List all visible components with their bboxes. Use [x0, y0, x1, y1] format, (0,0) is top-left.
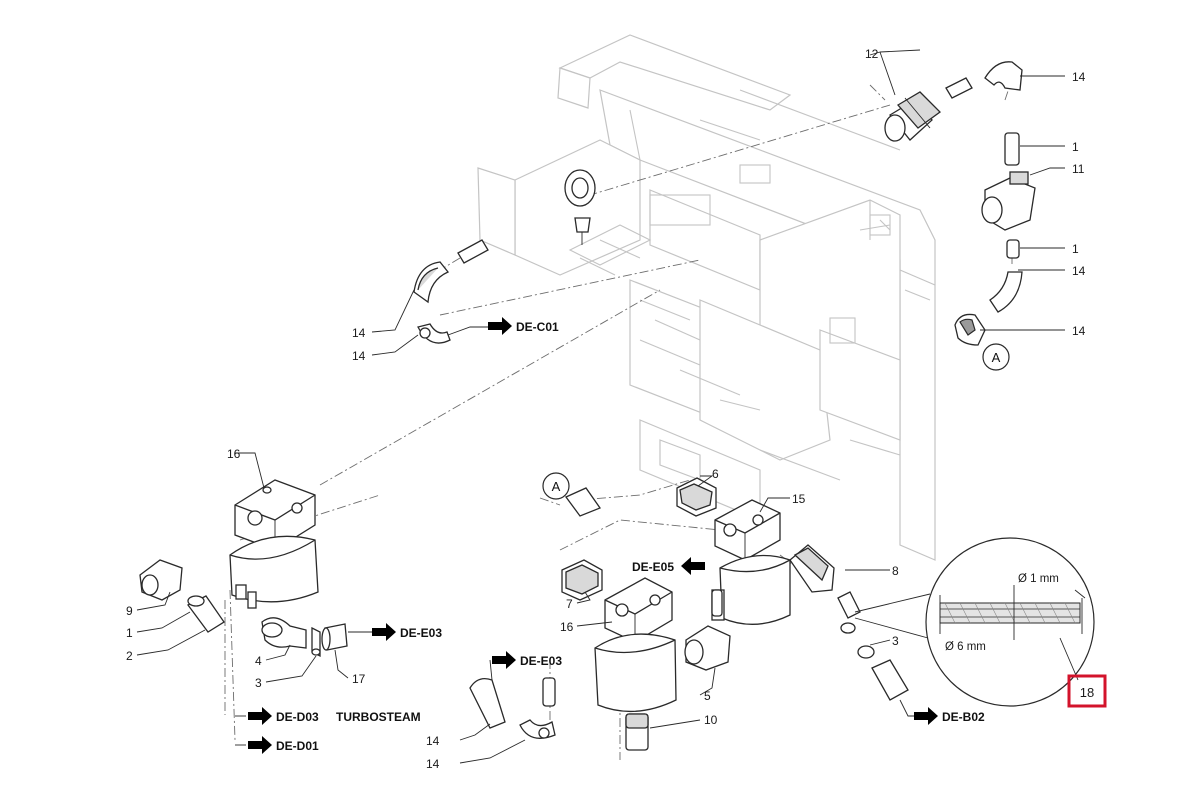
part-number-4: 4: [255, 654, 262, 668]
callout-a-top-label: A: [992, 350, 1001, 365]
ref-de-b02: DE-B02: [942, 710, 985, 724]
ref-turbosteam: TURBOSTEAM: [336, 710, 421, 724]
ref-de-c01: DE-C01: [516, 320, 559, 334]
highlight-box: [1067, 674, 1107, 708]
arrow-de-b02: [914, 707, 938, 725]
part-number-14: 14: [352, 349, 366, 363]
detail-dimensions: Ø 1 mm Ø 6 mm: [945, 573, 1059, 653]
part-number-11: 11: [1072, 162, 1085, 176]
reference-labels: DE-C01 DE-E03 DE-D03 TURBOSTEAM DE-D01 D…: [276, 320, 985, 753]
detail-inset: [854, 537, 1095, 707]
part-number-12: 12: [865, 47, 879, 61]
machine-frame: [477, 34, 936, 561]
part-number-17: 17: [352, 672, 366, 686]
callout-a-bottom-label: A: [552, 479, 561, 494]
part-number-16: 16: [560, 620, 574, 634]
ref-de-e05: DE-E05: [632, 560, 674, 574]
dimension-6mm: Ø 6 mm: [945, 641, 986, 653]
upper-right-fittings: [884, 61, 1036, 346]
ref-de-e03: DE-E03: [520, 654, 562, 668]
valve-assembly-center: [469, 477, 909, 751]
reference-arrows: [248, 317, 938, 754]
part-number-3: 3: [255, 676, 262, 690]
part-number-14: 14: [1072, 70, 1086, 84]
part-number-14: 14: [352, 326, 366, 340]
ref-de-d03: DE-D03: [276, 710, 319, 724]
arrow-de-d01: [248, 736, 272, 754]
part-number-14: 14: [426, 734, 440, 748]
part-number-1: 1: [1072, 242, 1079, 256]
arrow-de-e05: [681, 557, 705, 575]
part-number-9: 9: [126, 604, 133, 618]
callout-a-top: A: [982, 343, 1010, 371]
highlighted-part-18: 18: [1067, 674, 1107, 708]
part-number-labels: 12 14 1 11 1 14 14 14 14 16 9 1 2 4 3 17…: [126, 47, 1086, 771]
leader-lines: [136, 49, 1065, 764]
part-number-14: 14: [1072, 264, 1086, 278]
part-number-1: 1: [1072, 140, 1079, 154]
part-number-18: 18: [1080, 685, 1094, 700]
part-number-2: 2: [126, 649, 133, 663]
part-number-16: 16: [227, 447, 241, 461]
ref-de-d01: DE-D01: [276, 739, 319, 753]
arrow-de-d03: [248, 707, 272, 725]
upper-left-fittings: [413, 169, 596, 344]
dimension-1mm: Ø 1 mm: [1018, 573, 1059, 585]
arrow-de-e03-a: [372, 623, 396, 641]
part-number-1: 1: [126, 626, 133, 640]
part-number-3: 3: [892, 634, 899, 648]
part-number-10: 10: [704, 713, 718, 727]
part-number-7: 7: [566, 597, 573, 611]
arrow-de-c01: [488, 317, 512, 335]
valve-assembly-left: [139, 479, 348, 658]
arrow-de-e03-b: [492, 651, 516, 669]
ref-de-e03: DE-E03: [400, 626, 442, 640]
callout-a-bottom: A: [542, 472, 570, 500]
part-number-14: 14: [426, 757, 440, 771]
part-number-15: 15: [792, 492, 806, 506]
part-number-8: 8: [892, 564, 899, 578]
part-number-5: 5: [704, 689, 711, 703]
part-number-14: 14: [1072, 324, 1086, 338]
part-number-6: 6: [712, 467, 719, 481]
